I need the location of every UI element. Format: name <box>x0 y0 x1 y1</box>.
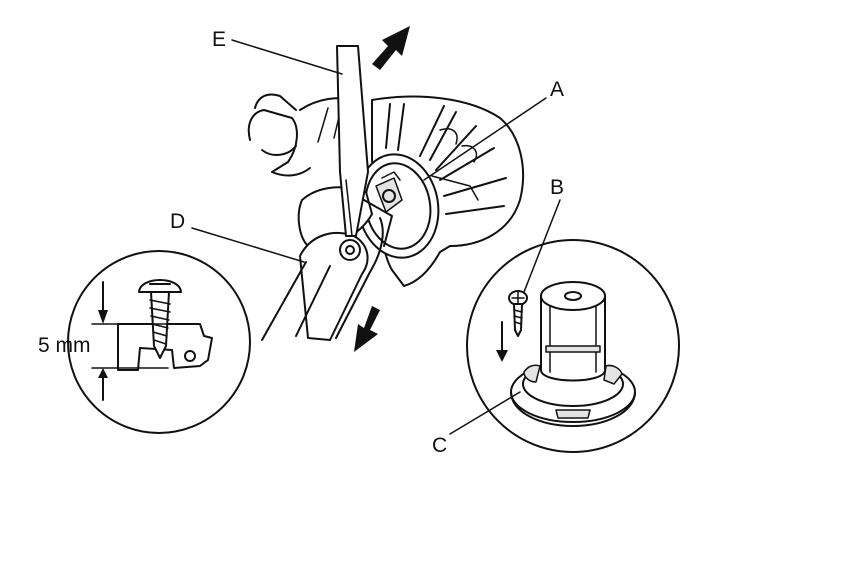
callout-d-label: D <box>170 210 185 233</box>
screw-depth-detail: 5 mm <box>38 250 251 434</box>
dimension-label: 5 mm <box>38 334 91 357</box>
callout-c-label: C <box>432 434 447 457</box>
callout-e: E <box>212 28 343 75</box>
callout-a-label: A <box>550 78 564 101</box>
screwdriver <box>336 45 369 237</box>
bearing-boss-detail <box>466 239 680 453</box>
callout-b: B <box>523 176 564 293</box>
main-assembly <box>247 26 524 352</box>
callout-b-label: B <box>550 176 564 199</box>
callout-c: C <box>432 391 521 457</box>
callout-d: D <box>170 210 305 263</box>
callout-e-label: E <box>212 28 226 51</box>
bearing-ring <box>356 153 440 259</box>
pull-up-arrow <box>372 26 410 70</box>
callout-a: A <box>423 78 564 181</box>
pull-down-arrow <box>354 306 380 352</box>
